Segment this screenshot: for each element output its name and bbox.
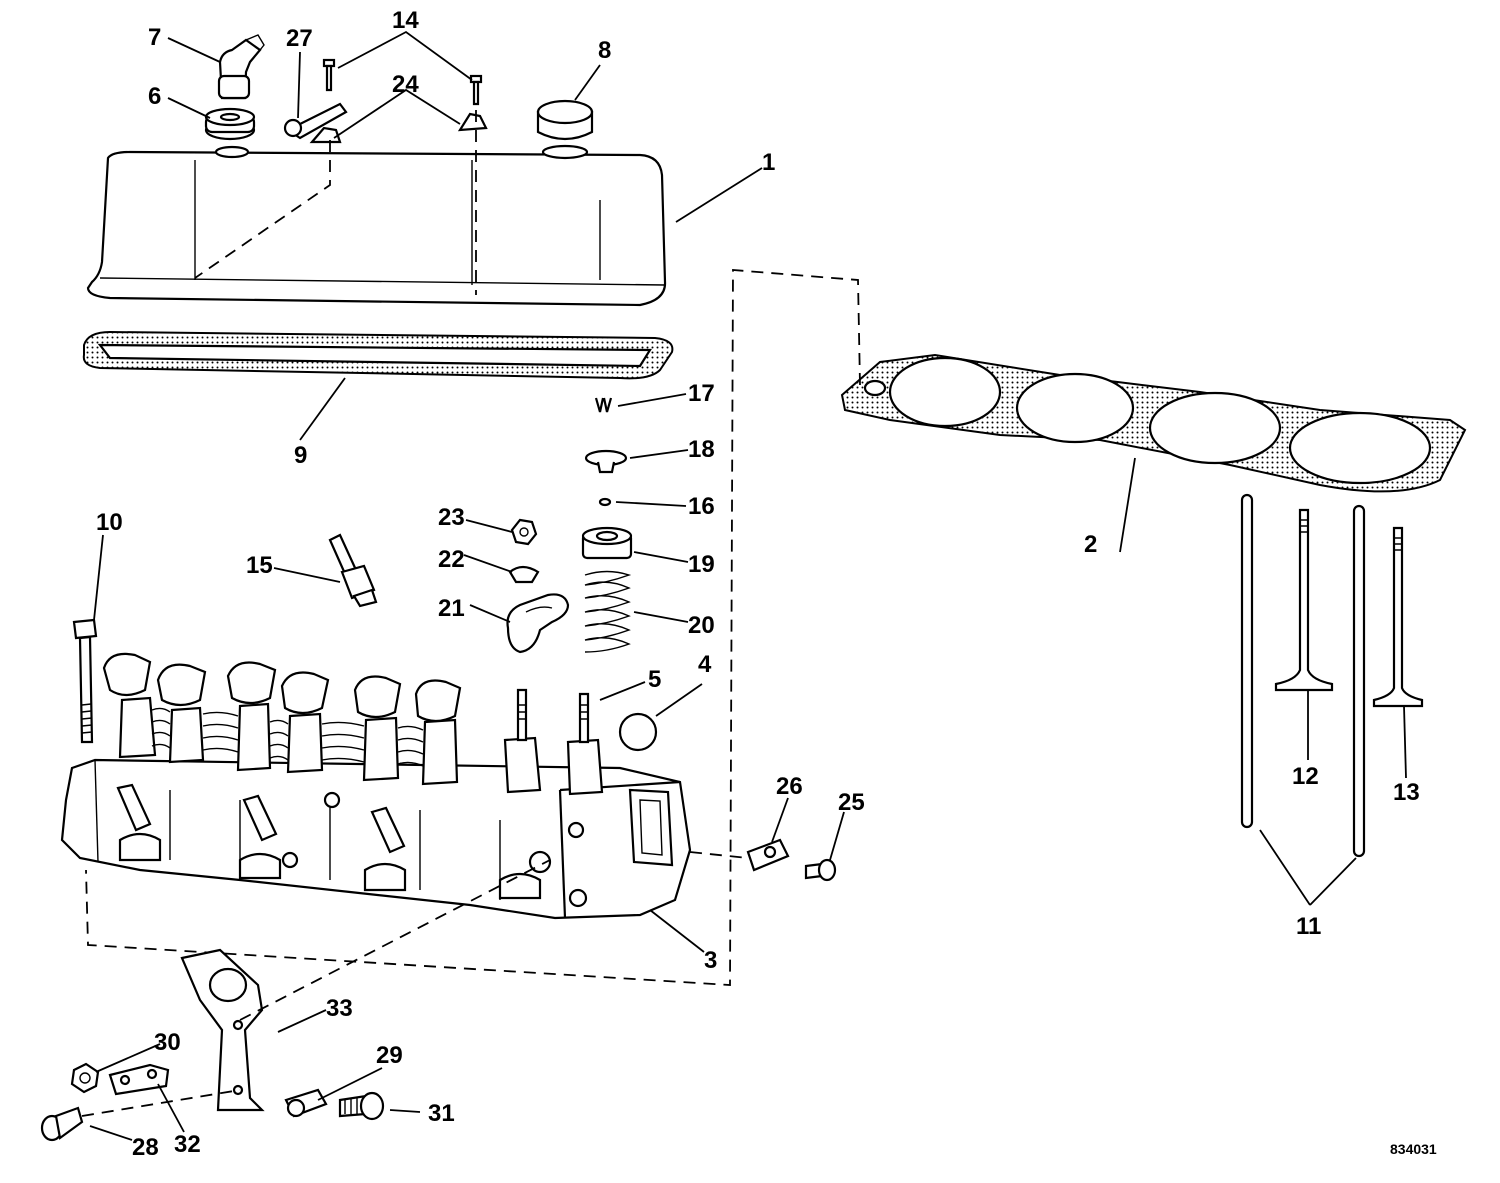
callout-9: 9 [294,442,307,469]
lower-clip [284,1088,328,1118]
callout-12: 12 [1292,763,1319,790]
callout-33: 33 [326,995,353,1022]
callout-29: 29 [376,1042,403,1069]
callout-22: 22 [438,546,465,573]
clamps [309,112,488,144]
callout-30: 30 [154,1029,181,1056]
callout-32: 32 [174,1131,201,1158]
callout-7: 7 [148,24,161,51]
callout-8: 8 [598,37,611,64]
lifting-bracket [180,948,265,1112]
callout-18: 18 [688,436,715,463]
pushrods [1240,493,1366,858]
temperature-sender [328,533,378,608]
valve-spring [584,570,632,653]
breather-elbow [217,34,265,100]
callout-23: 23 [438,504,465,531]
rocker-cover-gasket [82,330,674,380]
callout-28: 28 [132,1134,159,1161]
callout-31: 31 [428,1100,455,1127]
callout-labels: 1 2 3 4 5 6 7 8 9 10 11 12 13 14 15 16 1… [96,7,1437,1161]
callout-1: 1 [762,149,775,176]
drawing-code: 834031 [1390,1141,1437,1157]
rocker-arm-assembly [102,652,604,796]
oil-filler-cap [536,99,594,141]
lower-screw [338,1091,385,1121]
angle-bracket [108,1063,170,1096]
callout-11: 11 [1296,913,1321,940]
head-gasket [840,353,1467,493]
bracket-bolt [40,1106,84,1142]
rocker-cover [86,144,667,307]
rocker-arm [506,593,570,654]
spring-retainer-cap [584,449,628,474]
callout-3: 3 [704,947,717,974]
hex-nut [70,1062,100,1094]
oil-seal-ring [598,497,612,507]
callout-26: 26 [776,773,803,800]
wire-clip [746,838,790,872]
callout-20: 20 [688,612,715,639]
head-bolt [72,618,98,744]
valve-shield [581,526,633,560]
rocker-arm-nut [510,518,538,546]
callout-25: 25 [838,789,865,816]
cylinder-head [60,758,692,920]
callout-16: 16 [688,493,715,520]
callout-27: 27 [286,25,313,52]
callout-19: 19 [688,551,715,578]
grommet [204,107,256,141]
callout-14: 14 [392,7,419,34]
clip-bracket [283,102,348,140]
clip-screw [804,858,837,882]
callout-24: 24 [392,71,419,98]
callout-17: 17 [688,380,715,407]
valve-keepers [594,397,613,413]
callout-15: 15 [246,552,273,579]
exhaust-valve [1372,526,1424,708]
rocker-ball [508,565,540,584]
leader-lines [89,30,1407,1141]
intake-valve [1274,508,1334,692]
callout-10: 10 [96,509,123,536]
callout-6: 6 [148,83,161,110]
callout-4: 4 [698,651,712,678]
callout-21: 21 [438,595,465,622]
callout-2: 2 [1084,531,1097,558]
callout-13: 13 [1393,779,1420,806]
pivot-ball [618,712,658,752]
callout-5: 5 [648,666,661,693]
